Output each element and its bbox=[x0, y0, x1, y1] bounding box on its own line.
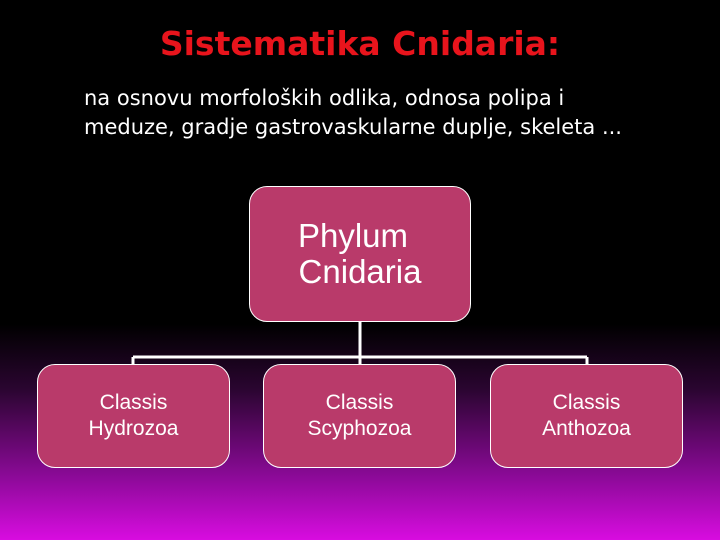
node-root-line-2: Cnidaria bbox=[298, 253, 422, 290]
slide-subtitle: na osnovu morfoloških odlika, odnosa pol… bbox=[84, 84, 684, 142]
node-phylum-cnidaria[interactable]: Phylum Cnidaria bbox=[249, 186, 471, 322]
node-label-line-1: Classis bbox=[325, 391, 394, 414]
node-classis-hydrozoa[interactable]: Classis Hydrozoa bbox=[37, 364, 230, 468]
node-root-line-1: Phylum bbox=[297, 217, 409, 254]
slide-title: Sistematika Cnidaria: bbox=[159, 24, 561, 63]
node-classis-scyphozoa[interactable]: Classis Scyphozoa bbox=[263, 364, 456, 468]
node-label-line-1: Classis bbox=[552, 391, 621, 414]
subtitle-line-2: meduze, gradje gastrovaskularne duplje, … bbox=[84, 115, 622, 139]
node-label-line-2: Hydrozoa bbox=[88, 417, 179, 440]
node-classis-anthozoa[interactable]: Classis Anthozoa bbox=[490, 364, 683, 468]
node-label-line-1: Classis bbox=[99, 391, 168, 414]
node-label-line-2: Scyphozoa bbox=[307, 417, 412, 440]
subtitle-line-1: na osnovu morfoloških odlika, odnosa pol… bbox=[84, 86, 565, 110]
node-label-line-2: Anthozoa bbox=[542, 417, 631, 440]
